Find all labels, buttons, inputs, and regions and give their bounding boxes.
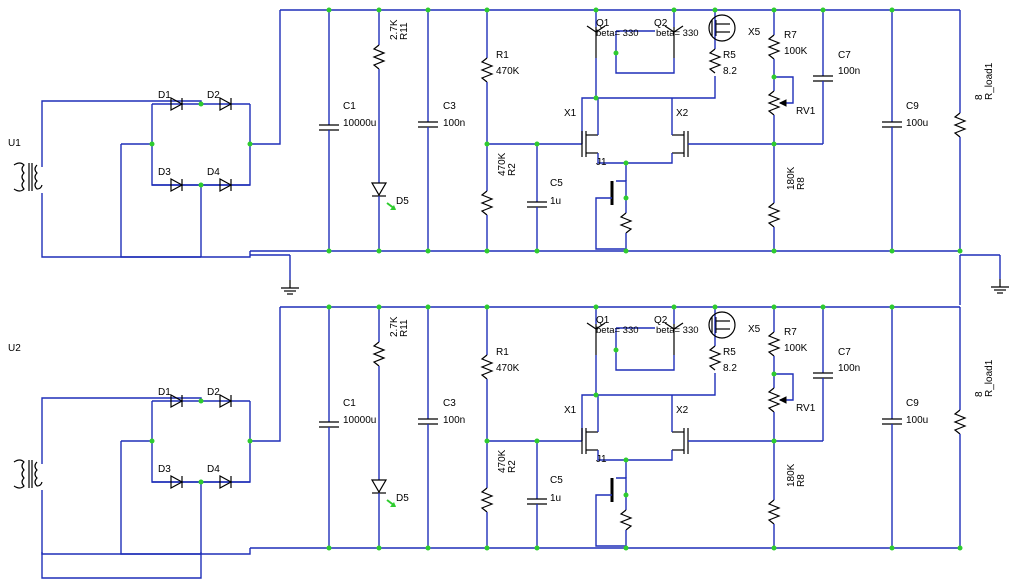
label-c9: C9 — [906, 101, 919, 112]
label-d1: D1 — [158, 90, 171, 101]
label-r7: R7 — [784, 30, 797, 41]
label-rv1: RV1 — [796, 106, 816, 117]
label-q2-beta: beta= 330 — [656, 325, 699, 336]
label-rload-value: 8 — [974, 94, 985, 100]
label-c1: C1 — [343, 101, 356, 112]
label-c5: C5 — [550, 178, 563, 189]
label-r1: R1 — [496, 347, 509, 358]
label-c5: C5 — [550, 475, 563, 486]
label-c9-value: 100u — [906, 415, 928, 426]
label-d2: D2 — [207, 387, 220, 398]
label-x2: X2 — [676, 405, 689, 416]
label-j1: J1 — [596, 454, 607, 465]
label-r11: R11 — [399, 319, 410, 337]
label-x5: X5 — [748, 324, 761, 335]
label-c9: C9 — [906, 398, 919, 409]
label-d4: D4 — [207, 167, 220, 178]
label-r8: R8 — [796, 474, 807, 487]
label-c7-value: 100n — [838, 363, 860, 374]
ground-symbol-left — [280, 279, 300, 295]
label-q1-beta: beta= 330 — [596, 28, 639, 39]
channel-1 — [12, 6, 967, 259]
label-r2: R2 — [507, 460, 518, 473]
label-d5: D5 — [396, 196, 409, 207]
label-d4: D4 — [207, 464, 220, 475]
label-r8-value: 180K — [786, 166, 797, 190]
label-q1: Q1 — [596, 315, 610, 326]
label-d3: D3 — [158, 167, 171, 178]
label-rload-value: 8 — [974, 391, 985, 397]
label-rload: R_load1 — [984, 359, 995, 397]
label-r11-value: 2.7K — [389, 19, 400, 40]
label-d1: D1 — [158, 387, 171, 398]
label-r1-value: 470K — [496, 66, 520, 77]
label-r5: R5 — [723, 347, 736, 358]
label-c3: C3 — [443, 101, 456, 112]
label-r7-value: 100K — [784, 46, 808, 57]
label-r5-value: 8.2 — [723, 66, 737, 77]
label-r2: R2 — [507, 163, 518, 176]
label-r11-value: 2.7K — [389, 316, 400, 337]
label-r5-value: 8.2 — [723, 363, 737, 374]
label-x5: X5 — [748, 27, 761, 38]
label-c7-value: 100n — [838, 66, 860, 77]
label-d5: D5 — [396, 493, 409, 504]
label-r1-value: 470K — [496, 363, 520, 374]
label-q1-beta: beta= 330 — [596, 325, 639, 336]
label-r7-value: 100K — [784, 343, 808, 354]
label-c1-value: 10000u — [343, 415, 376, 426]
label-r2-value: 470K — [497, 449, 508, 473]
label-c3-value: 100n — [443, 415, 465, 426]
label-q2: Q2 — [654, 18, 668, 29]
label-q2-beta: beta= 330 — [656, 28, 699, 39]
label-c3: C3 — [443, 398, 456, 409]
label-c9-value: 100u — [906, 118, 928, 129]
label-x2: X2 — [676, 108, 689, 119]
label-j1: J1 — [596, 157, 607, 168]
label-r2-value: 470K — [497, 152, 508, 176]
label-r1: R1 — [496, 50, 509, 61]
label-rload: R_load1 — [984, 62, 995, 100]
label-c5-value: 1u — [550, 196, 561, 207]
label-c7: C7 — [838, 50, 851, 61]
label-c1: C1 — [343, 398, 356, 409]
label-u1: U1 — [8, 138, 21, 149]
label-u2: U2 — [8, 343, 21, 354]
label-r8-value: 180K — [786, 463, 797, 487]
label-d2: D2 — [207, 90, 220, 101]
label-r11: R11 — [399, 22, 410, 40]
label-x1: X1 — [564, 405, 577, 416]
label-r5: R5 — [723, 50, 736, 61]
label-r7: R7 — [784, 327, 797, 338]
label-x1: X1 — [564, 108, 577, 119]
label-r8: R8 — [796, 177, 807, 190]
label-q2: Q2 — [654, 315, 668, 326]
label-q1: Q1 — [596, 18, 610, 29]
label-c1-value: 10000u — [343, 118, 376, 129]
label-c3-value: 100n — [443, 118, 465, 129]
label-c5-value: 1u — [550, 493, 561, 504]
channel-2 — [12, 303, 967, 556]
label-d3: D3 — [158, 464, 171, 475]
label-rv1: RV1 — [796, 403, 816, 414]
ground-symbol-right — [990, 278, 1010, 294]
label-c7: C7 — [838, 347, 851, 358]
